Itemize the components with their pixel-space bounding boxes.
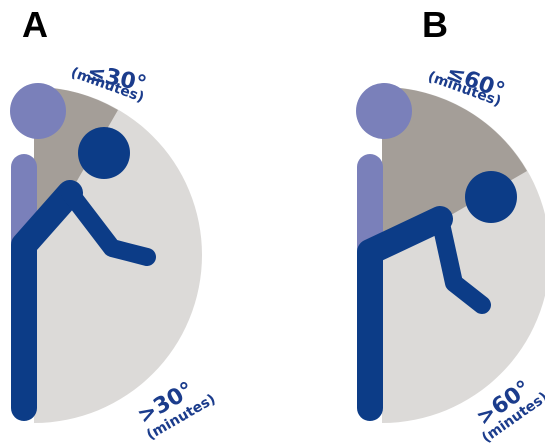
upright-head-b [356, 83, 412, 139]
panel-letter-b: B [422, 4, 448, 45]
upright-head-a [10, 83, 66, 139]
flexed-head-b [465, 171, 517, 223]
panel-b: B ≤60° (minutes) >60° (minutes) [356, 4, 545, 446]
flexed-head-a [78, 127, 130, 179]
panel-a: A ≤30° (minutes) >30° (minutes) [10, 4, 218, 443]
panel-letter-a: A [22, 4, 48, 45]
